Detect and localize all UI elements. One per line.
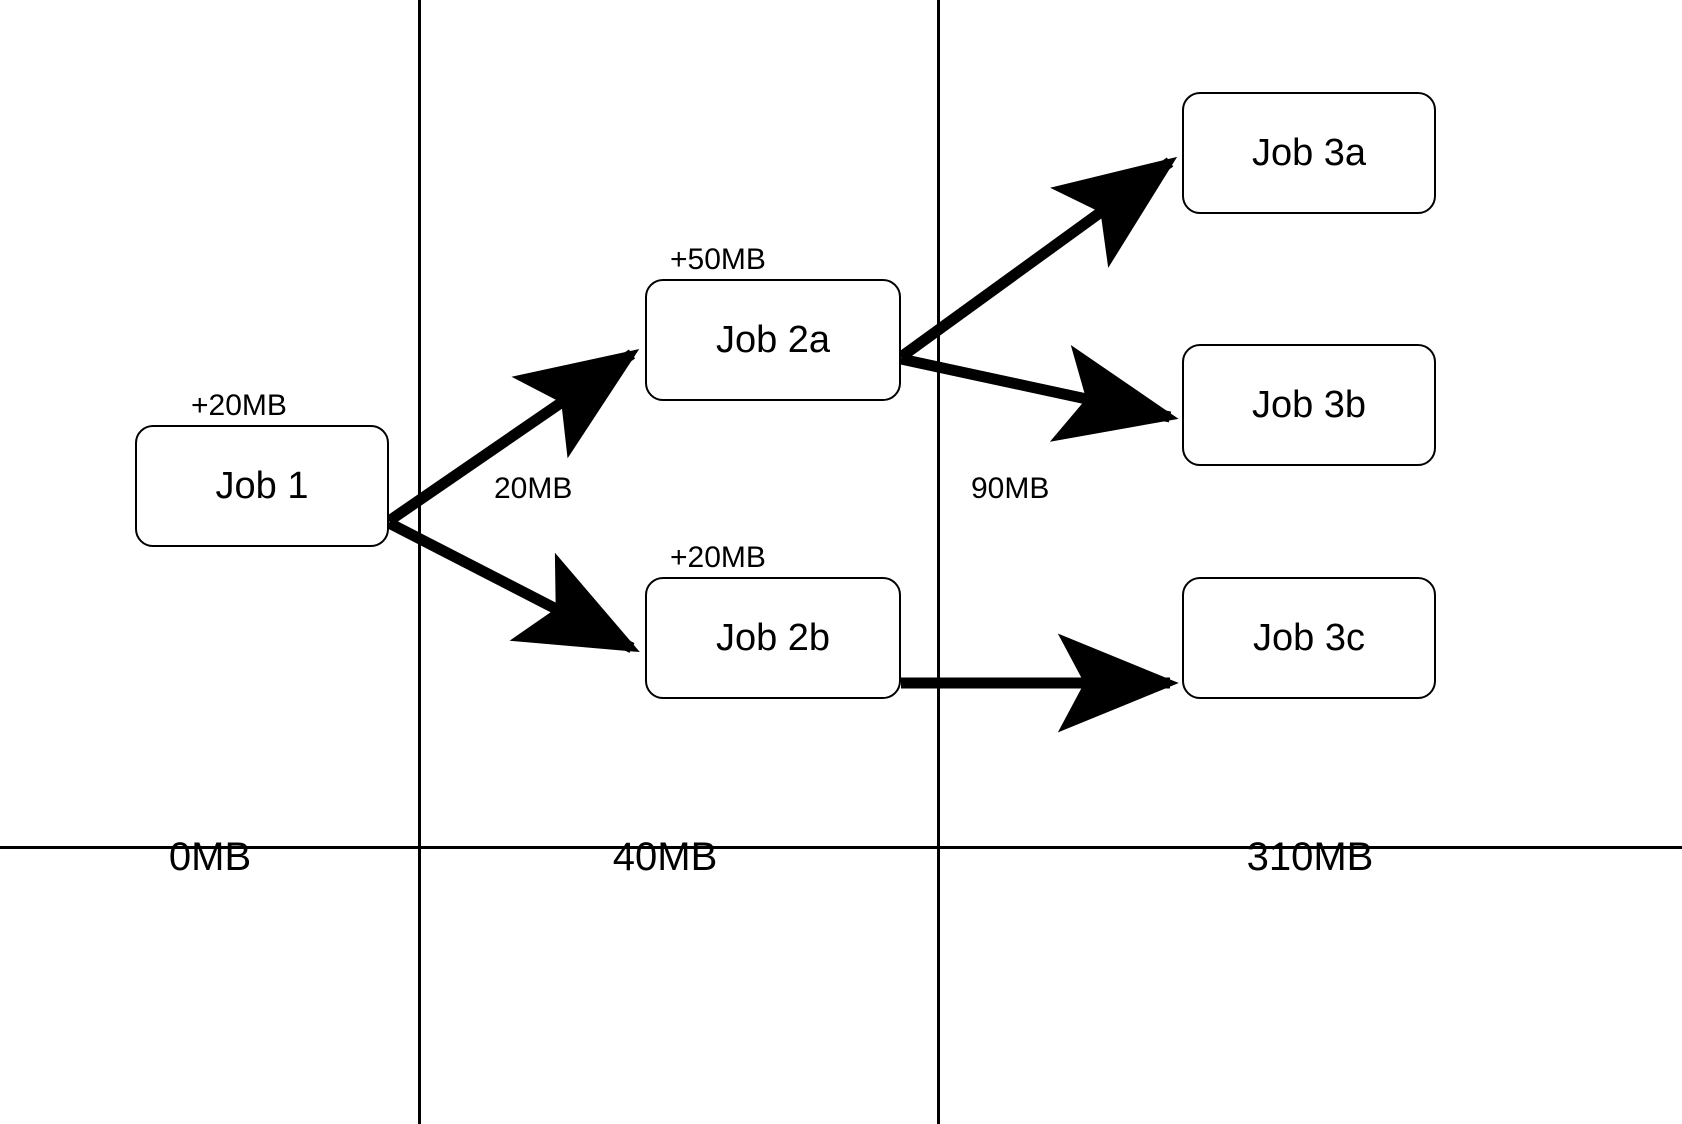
job-node-label: Job 1	[215, 465, 309, 507]
axis-label-col-310: 310MB	[1246, 835, 1374, 879]
axis-label-col-0: 0MB	[168, 835, 252, 879]
job-node-job3b[interactable]: Job 3b	[1182, 344, 1436, 466]
job-node-job3a[interactable]: Job 3a	[1182, 92, 1436, 214]
job-node-label: Job 2a	[715, 319, 831, 361]
job-node-label: Job 3c	[1253, 617, 1365, 659]
job-node-job2a[interactable]: Job 2a	[645, 279, 901, 401]
edge-label-20mb: 20MB	[494, 472, 573, 505]
job-node-job2b[interactable]: Job 2b	[645, 577, 901, 699]
job-node-label: Job 3a	[1251, 132, 1367, 174]
edge-job2a-to-job3b	[899, 344, 1179, 442]
job-node-label: Job 3b	[1251, 384, 1367, 426]
mem-delta-job1: +20MB	[191, 389, 287, 422]
job-node-label: Job 2b	[715, 617, 831, 659]
mem-delta-job2a: +50MB	[670, 243, 766, 276]
edge-job1-to-job2a	[385, 349, 640, 526]
edge-job1-to-job2b	[386, 518, 640, 653]
job-node-job3c[interactable]: Job 3c	[1182, 577, 1436, 699]
edge-label-90mb: 90MB	[971, 472, 1050, 505]
job-node-job1[interactable]: Job 1	[135, 425, 389, 547]
axis-label-col-40: 40MB	[612, 835, 718, 879]
edge-job2a-to-job3a	[897, 156, 1178, 362]
mem-delta-job2b: +20MB	[670, 541, 766, 574]
